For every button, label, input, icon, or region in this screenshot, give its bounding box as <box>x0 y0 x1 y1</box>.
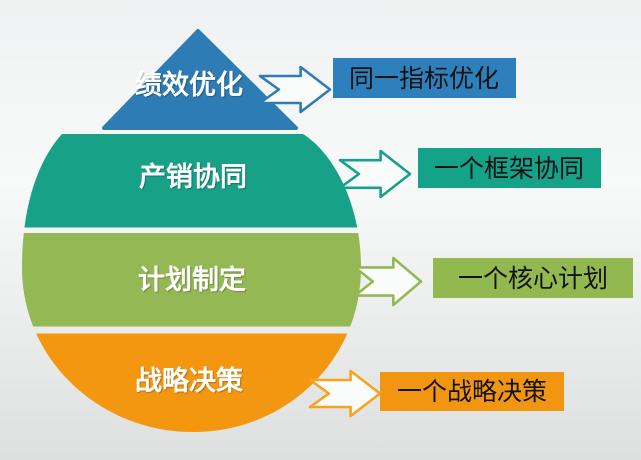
band-sales-ops <box>22 134 361 228</box>
arrow-performance-icon <box>258 65 332 114</box>
arrow-planning-icon <box>353 256 423 307</box>
arrow-sales-ops-icon <box>338 149 412 199</box>
band-label-sales-ops: 产销协同 <box>139 162 247 193</box>
band-label-planning: 计划制定 <box>138 264 246 296</box>
band-performance-triangle <box>102 29 298 130</box>
callout-text-sales-ops: 一个框架协同 <box>434 154 584 183</box>
callout-sales-ops <box>418 148 601 188</box>
callout-text-strategy: 一个战略决策 <box>397 377 547 406</box>
band-planning <box>22 233 361 327</box>
callout-text-planning: 一个核心计划 <box>458 264 608 293</box>
callout-performance <box>333 58 516 98</box>
callout-strategy <box>380 372 564 411</box>
band-label-strategy: 战略决策 <box>135 365 244 397</box>
arrow-strategy-icon <box>308 369 382 418</box>
band-label-performance: 绩效优化 <box>135 70 243 101</box>
callout-text-performance: 同一指标优化 <box>349 64 499 93</box>
droplet-body <box>22 134 361 432</box>
callout-planning <box>433 258 633 298</box>
